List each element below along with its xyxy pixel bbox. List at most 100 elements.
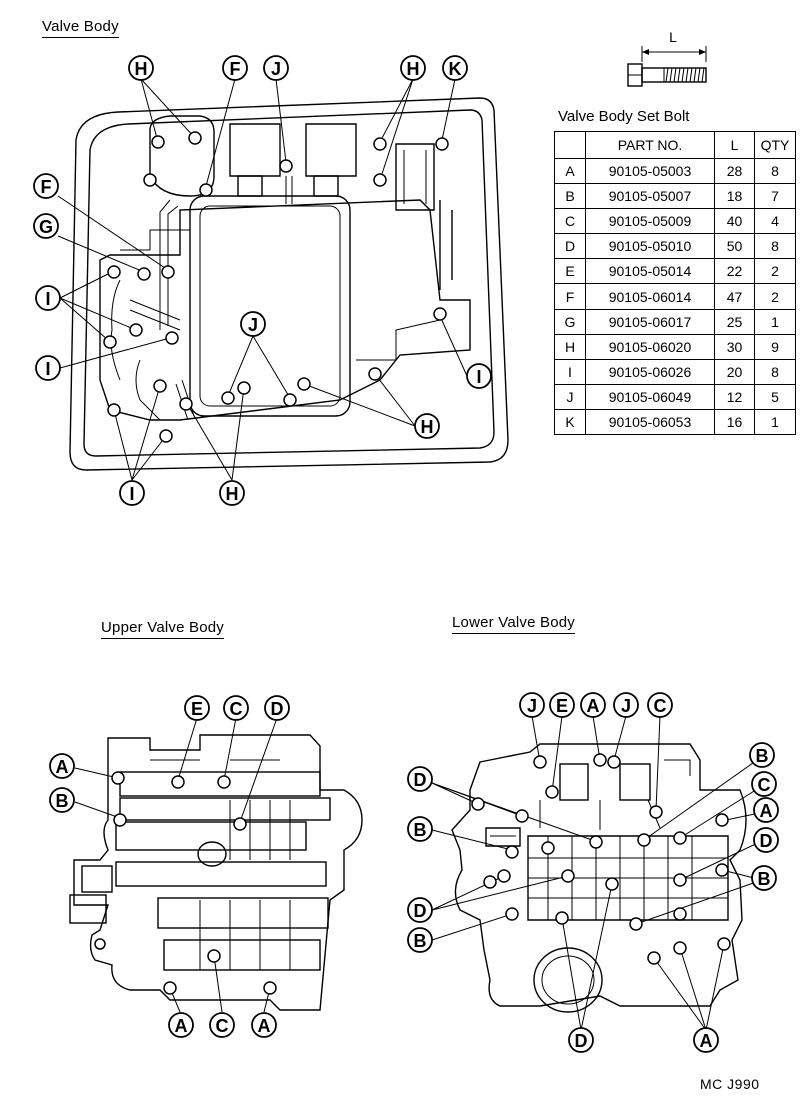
svg-text:I: I: [476, 367, 481, 387]
svg-text:C: C: [654, 696, 667, 716]
callout-a: A: [693, 1027, 719, 1053]
svg-text:I: I: [129, 484, 134, 504]
callout-d: D: [264, 695, 290, 721]
header-cell: [554, 131, 586, 159]
callout-i: I: [35, 355, 61, 381]
svg-text:B: B: [414, 820, 427, 840]
svg-text:B: B: [56, 791, 69, 811]
callout-d: D: [568, 1027, 594, 1053]
valve-body-drawing: [69, 97, 509, 471]
callout-c: C: [647, 692, 673, 718]
table-cell: 90105-05007: [585, 183, 715, 210]
table-cell: 90105-05009: [585, 208, 715, 235]
callout-b: B: [407, 927, 433, 953]
callout-f: F: [222, 55, 248, 81]
callout-a: A: [168, 1012, 194, 1038]
table-cell: 12: [714, 383, 755, 410]
callout-a: A: [580, 692, 606, 718]
table-cell: B: [554, 183, 586, 210]
svg-text:B: B: [758, 869, 771, 889]
callout-i: I: [466, 363, 492, 389]
table-cell: 8: [754, 233, 796, 260]
callouts-upper-valve-body: E C D A B A C A: [49, 695, 290, 1038]
svg-text:K: K: [449, 59, 462, 79]
callout-g: G: [33, 213, 59, 239]
svg-text:J: J: [527, 696, 537, 716]
table-cell: 47: [714, 283, 755, 310]
table-cell: 90105-06017: [585, 308, 715, 335]
lower-valve-body-heading: Lower Valve Body: [452, 614, 575, 634]
svg-text:C: C: [230, 699, 243, 719]
callouts-lower-valve-body: J E A J C B C D A B D B D B D A: [407, 692, 779, 1053]
table-cell: A: [554, 157, 586, 185]
callout-h: H: [400, 55, 426, 81]
table-cell: 9: [754, 333, 796, 360]
valve-body-heading: Valve Body: [42, 18, 119, 38]
table-cell: G: [554, 308, 586, 335]
svg-text:D: D: [271, 699, 284, 719]
table-cell: 8: [754, 157, 796, 185]
table-cell: 2: [754, 283, 796, 310]
callout-j: J: [519, 692, 545, 718]
table-cell: I: [554, 358, 586, 385]
callout-j: J: [240, 311, 266, 337]
header-cell: QTY: [754, 131, 796, 159]
svg-text:J: J: [621, 696, 631, 716]
callout-d: D: [753, 827, 779, 853]
svg-text:A: A: [587, 696, 600, 716]
svg-text:A: A: [175, 1016, 188, 1036]
callout-h: H: [128, 55, 154, 81]
svg-text:C: C: [216, 1016, 229, 1036]
table-cell: 2: [754, 258, 796, 285]
table-cell: H: [554, 333, 586, 360]
callout-j: J: [263, 55, 289, 81]
table-cell: 30: [714, 333, 755, 360]
svg-text:H: H: [135, 59, 148, 79]
callout-a: A: [251, 1012, 277, 1038]
callout-d: D: [407, 897, 433, 923]
callout-c: C: [751, 771, 777, 797]
callout-b: B: [407, 816, 433, 842]
table-cell: 4: [754, 208, 796, 235]
svg-text:E: E: [556, 696, 568, 716]
table-cell: 28: [714, 157, 755, 185]
callout-j: J: [613, 692, 639, 718]
table-cell: 8: [754, 358, 796, 385]
callout-h: H: [414, 413, 440, 439]
svg-text:A: A: [56, 757, 69, 777]
table-cell: 90105-05014: [585, 258, 715, 285]
upper-valve-body-heading: Upper Valve Body: [101, 619, 224, 639]
table-cell: 90105-06020: [585, 333, 715, 360]
callout-c: C: [223, 695, 249, 721]
lower-valve-body-drawing: [451, 743, 747, 1013]
table-cell: 50: [714, 233, 755, 260]
reference-code: MC J990: [700, 1076, 760, 1092]
bolt-icon: [627, 46, 707, 87]
table-cell: C: [554, 208, 586, 235]
svg-text:F: F: [230, 59, 241, 79]
svg-text:H: H: [421, 417, 434, 437]
table-cell: 20: [714, 358, 755, 385]
callout-f: F: [33, 173, 59, 199]
callout-i: I: [119, 480, 145, 506]
svg-text:H: H: [407, 59, 420, 79]
svg-text:D: D: [414, 770, 427, 790]
table-cell: 25: [714, 308, 755, 335]
svg-text:D: D: [575, 1031, 588, 1051]
bolt-holes: [94, 131, 731, 995]
callout-i: I: [35, 285, 61, 311]
svg-text:D: D: [414, 901, 427, 921]
table-cell: 40: [714, 208, 755, 235]
table-cell: 90105-06049: [585, 383, 715, 410]
bolt-table-title: Valve Body Set Bolt: [558, 108, 690, 125]
